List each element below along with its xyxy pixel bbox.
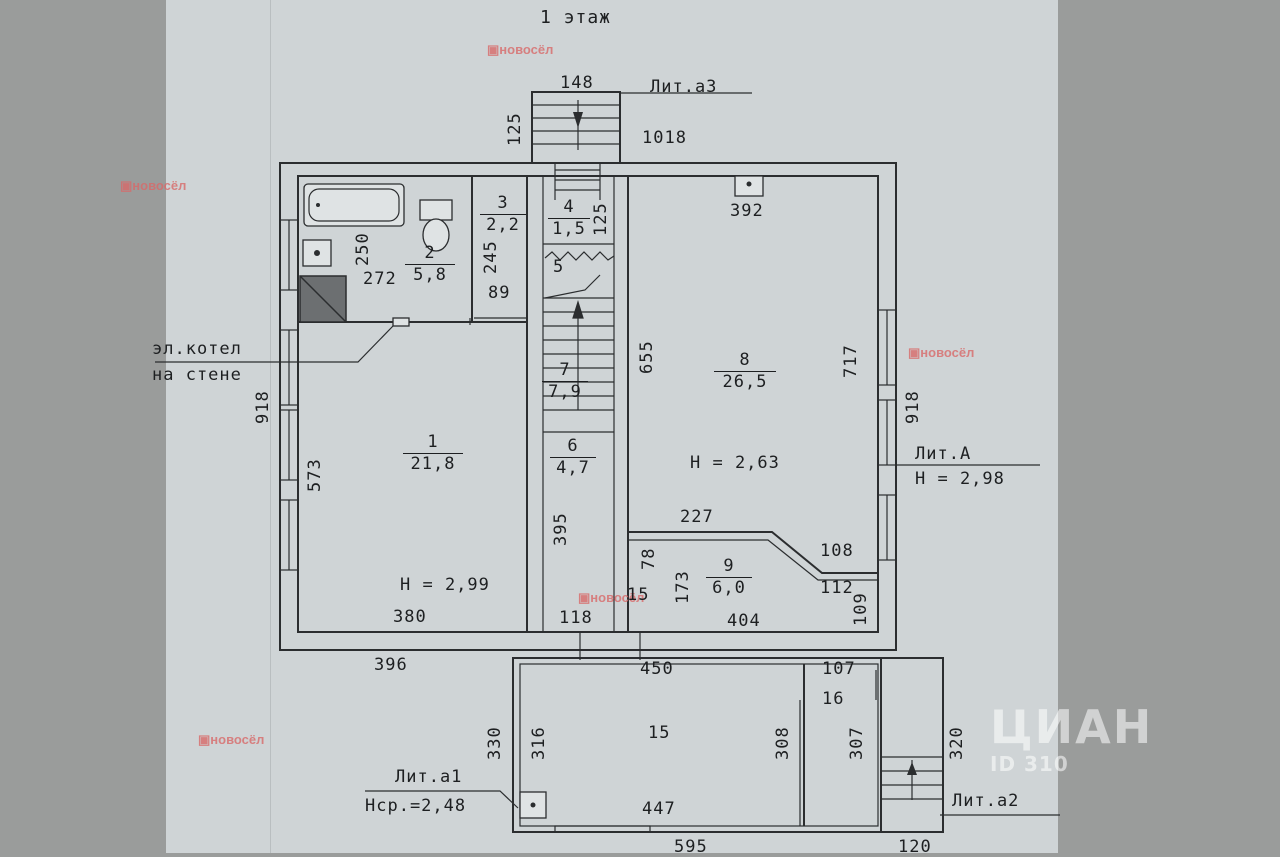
drawing-sheet [166,0,1058,853]
dim-78: 78 [639,547,659,570]
dim-272: 272 [363,269,397,289]
dim-392: 392 [730,201,764,221]
dim-316: 316 [529,726,549,760]
dim-109: 109 [851,592,871,626]
room-15-label: 15 [648,723,671,743]
dim-717: 717 [841,344,861,378]
sheet-guide-line [270,0,271,853]
litera-a1-height: Нср.=2,48 [365,796,467,816]
dim-447: 447 [642,799,676,819]
dim-1018: 1018 [642,128,687,148]
dim-125-room4: 125 [591,202,611,236]
novosel-stamp: ▣новосёл [120,178,187,193]
porch-a2 [875,657,944,833]
boiler-note-line1: эл.котел [152,339,242,359]
room-16-label: 16 [822,689,845,709]
dim-173: 173 [673,570,693,604]
porch-a3 [531,91,752,200]
litera-a1: Лит.а1 [395,767,463,787]
dim-307: 307 [847,726,867,760]
dim-380: 380 [393,607,427,627]
dim-308: 308 [773,726,793,760]
novosel-stamp: ▣новосёл [578,590,645,605]
dim-15: 15 [627,585,650,605]
partition-room9 [628,531,878,574]
dim-404: 404 [727,611,761,631]
novosel-stamp: ▣новосёл [487,42,554,57]
toilet [419,199,453,221]
dim-89: 89 [488,283,511,303]
dimension-ticks [469,318,641,660]
litera-a3: Лит.а3 [650,77,718,97]
dim-450: 450 [640,659,674,679]
dim-595: 595 [674,837,708,857]
dim-108: 108 [820,541,854,561]
annex-a1-inner [519,663,879,827]
room1-height: Н = 2,99 [400,575,490,595]
dim-118: 118 [559,608,593,628]
bathtub [303,183,405,227]
annex-a1-outer [512,657,882,833]
boiler-leader [155,325,394,363]
window-marks [279,219,897,571]
dim-918-left: 918 [253,390,273,424]
dim-330: 330 [485,726,505,760]
dim-918-right: 918 [903,390,923,424]
dim-320: 320 [947,726,967,760]
litera-a2: Лит.а2 [952,791,1020,811]
dim-573: 573 [305,458,325,492]
dim-125-porch: 125 [505,112,525,146]
litera-A-height: Н = 2,98 [915,469,1005,489]
room-5-label: 5 [553,257,565,277]
floor-title: 1 этаж [540,7,612,28]
dim-395: 395 [551,512,571,546]
boiler-note-line2: на стене [152,365,242,385]
dim-655: 655 [637,340,657,374]
annex-sink [519,791,547,819]
dim-227: 227 [680,507,714,527]
boiler-on-wall [392,317,410,327]
litera-A: Лит.А [915,444,972,464]
novosel-stamp: ▣новосёл [908,345,975,360]
dim-245: 245 [481,240,501,274]
dim-148: 148 [560,73,594,93]
dim-107: 107 [822,659,856,679]
dim-396: 396 [374,655,408,675]
stairs [543,251,615,411]
partition-room9-in [628,539,878,581]
novosel-stamp: ▣новосёл [198,732,265,747]
dim-112: 112 [820,578,854,598]
dim-250: 250 [353,232,373,266]
annex-window [554,825,651,833]
dim-120: 120 [898,837,932,857]
room8-height: Н = 2,63 [690,453,780,473]
cian-watermark-id: ID 310 [990,752,1069,776]
cian-watermark: ЦИАН [990,700,1154,754]
